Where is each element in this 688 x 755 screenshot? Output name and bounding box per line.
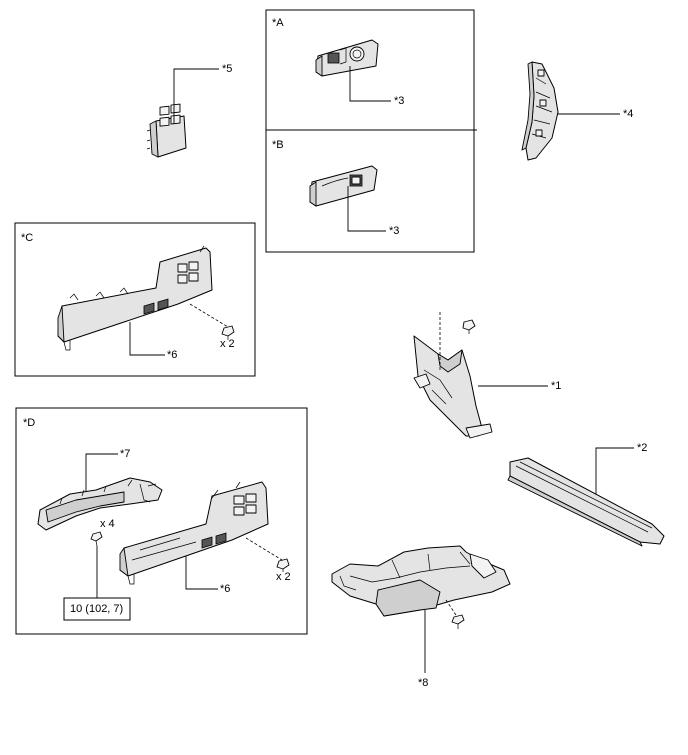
callout-5: *5	[222, 63, 232, 75]
qty-d-screws: x 4	[100, 518, 115, 530]
part-3-b-switch-bezel	[309, 165, 378, 207]
clip-d	[276, 558, 290, 572]
callout-7: *7	[120, 448, 130, 460]
part-6-d-lower-panel	[119, 481, 269, 585]
part-8-lower-panel	[331, 545, 511, 617]
part-5-switch-panel	[146, 103, 187, 158]
callout-4: *4	[623, 108, 633, 120]
screw-guide-8	[445, 599, 459, 619]
part-7-knee-bracket	[37, 477, 163, 531]
frame-c	[14, 222, 256, 377]
leader-7	[85, 453, 118, 492]
callout-6-c: *6	[167, 349, 177, 361]
clip-c	[221, 325, 235, 340]
part-6-c-lower-panel	[57, 245, 213, 351]
callout-3-b: *3	[389, 225, 399, 237]
clip-guide-d	[245, 537, 283, 561]
part-4-side-trim	[521, 61, 559, 161]
callout-1: *1	[551, 380, 561, 392]
frame-c-title: *C	[21, 232, 33, 244]
qty-d-clips: x 2	[276, 571, 291, 583]
leader-3-a	[349, 66, 391, 102]
frame-d	[15, 407, 308, 635]
callout-2: *2	[637, 442, 647, 454]
frame-a-b	[265, 9, 477, 253]
frame-a-b-border	[265, 9, 475, 253]
screw-d	[90, 531, 103, 547]
clip-1	[462, 319, 476, 334]
frame-b-title: *B	[272, 139, 284, 151]
part-2-scuff-plate	[507, 457, 665, 547]
callout-8: *8	[418, 677, 428, 689]
qty-c-clips: x 2	[220, 338, 235, 350]
leader-6-d	[185, 556, 218, 590]
leader-5	[173, 68, 219, 124]
callout-3-a: *3	[394, 95, 404, 107]
part-3-a-switch-bezel	[315, 39, 379, 77]
torque-spec: 10 (102, 7)	[70, 603, 123, 615]
frame-a-title: *A	[272, 17, 284, 29]
part-1-cowl-side-trim	[413, 335, 493, 439]
leader-3-b	[347, 186, 386, 232]
torque-box	[63, 597, 131, 621]
callout-6-d: *6	[220, 583, 230, 595]
leader-2	[595, 447, 634, 494]
screw-8	[451, 614, 465, 629]
leader-6-c	[129, 322, 165, 356]
clip-guide-c	[189, 303, 229, 328]
frame-d-title: *D	[23, 417, 35, 429]
